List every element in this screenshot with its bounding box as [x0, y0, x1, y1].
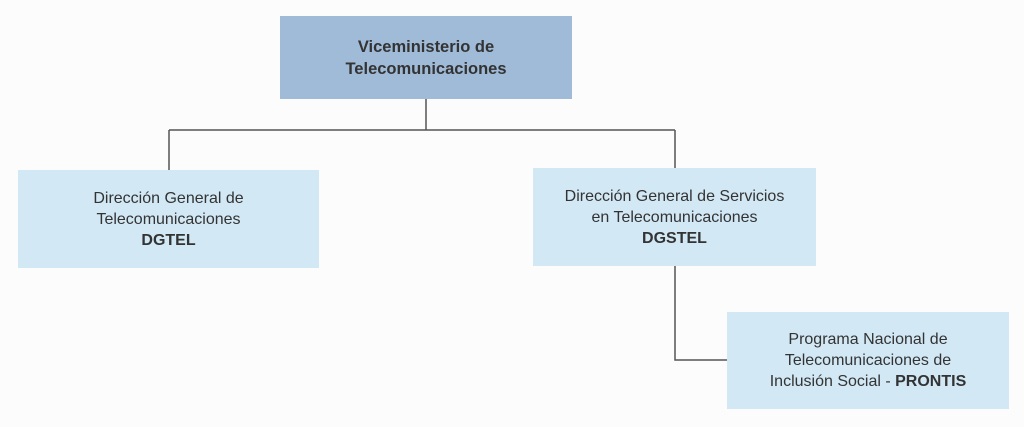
- node-dgstel-line1: Dirección General de Servicios: [564, 187, 785, 205]
- node-viceministerio-line2: Telecomunicaciones: [345, 59, 507, 78]
- node-prontis: Programa Nacional de Telecomunicaciones …: [727, 312, 1009, 409]
- node-viceministerio-line1: Viceministerio de: [357, 37, 495, 56]
- node-prontis-line3-prefix: Inclusión Social -: [769, 373, 896, 390]
- node-viceministerio: Viceministerio de Telecomunicaciones: [280, 16, 572, 99]
- connector-to-prontis: [674, 266, 727, 361]
- node-prontis-line2: Telecomunicaciones de: [784, 352, 952, 369]
- node-dgstel-acronym: DGSTEL: [642, 229, 707, 247]
- node-prontis-line1: Programa Nacional de: [788, 331, 948, 348]
- node-dgtel-line2: Telecomunicaciones: [96, 210, 241, 228]
- node-dgtel-line1: Dirección General de: [93, 189, 244, 207]
- node-prontis-acronym: PRONTIS: [895, 373, 967, 390]
- node-dgstel: Dirección General de Servicios en Teleco…: [533, 168, 816, 266]
- node-dgtel-acronym: DGTEL: [141, 231, 196, 249]
- node-dgstel-line2: en Telecomunicaciones: [591, 208, 758, 226]
- node-dgtel: Dirección General de Telecomunicaciones …: [18, 170, 319, 268]
- node-prontis-line3: Inclusión Social - PRONTIS: [770, 371, 967, 392]
